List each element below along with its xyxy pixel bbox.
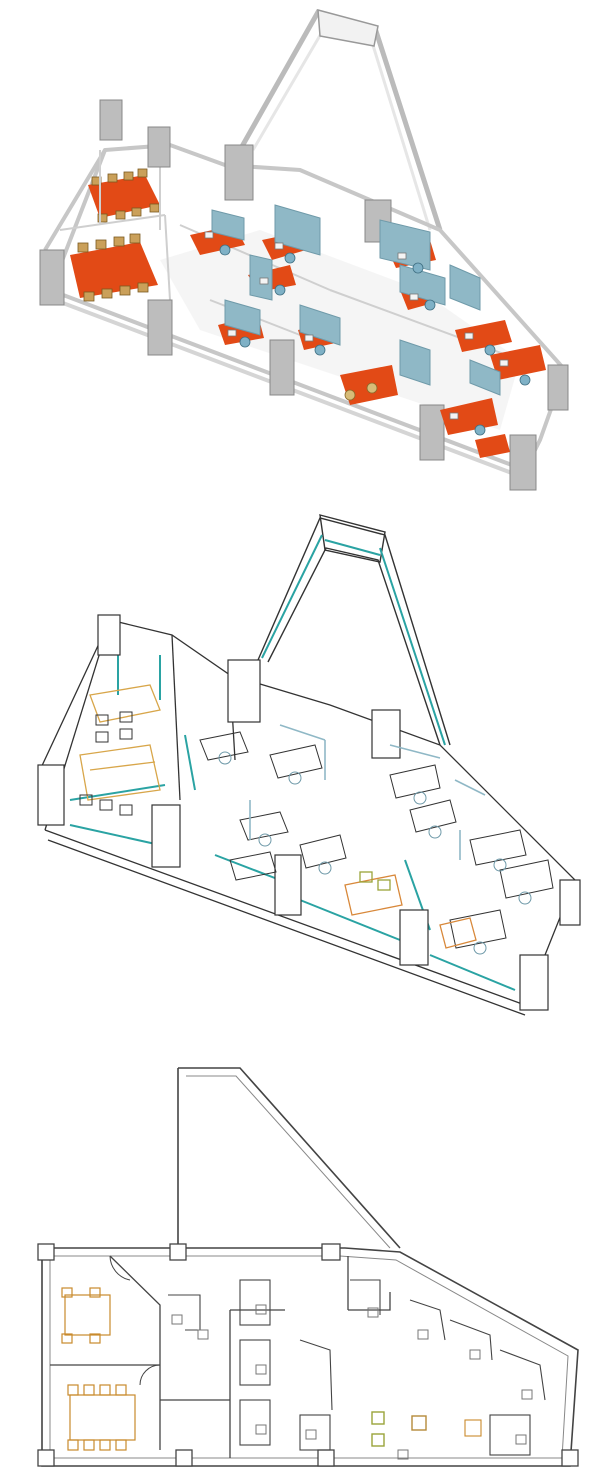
plan-chairs [171, 1304, 533, 1460]
chairs-wireframe [218, 751, 532, 955]
cubicle-panels-wireframe [249, 724, 486, 860]
door-swings [109, 1255, 161, 1386]
wireframe-isometric-svg [37, 514, 581, 1016]
meeting-chairs-wireframe [79, 711, 133, 816]
atrium-top [317, 9, 379, 47]
meeting-table-lower [70, 233, 158, 302]
green-chairs-plan [371, 1411, 427, 1447]
atrium-wireframe [257, 514, 451, 746]
rendered-isometric-view [0, 0, 600, 500]
plan-workstations [168, 1279, 546, 1456]
exterior-walls [41, 1067, 579, 1467]
building-columns [39, 99, 569, 491]
floor-plan-svg [37, 1067, 579, 1467]
meeting-furniture-wireframe [79, 684, 161, 801]
floor-plan-view [0, 1030, 600, 1479]
workstations-wireframe [199, 731, 554, 949]
interior-walls [50, 1255, 391, 1458]
atrium-glass [261, 534, 446, 746]
floor-wireframe [39, 619, 576, 1016]
meeting-table-upper [88, 168, 160, 223]
atrium-walls [237, 9, 443, 231]
wireframe-isometric-view [0, 500, 600, 1030]
rendered-isometric-svg [39, 9, 569, 491]
plan-columns [37, 1243, 579, 1467]
columns-wireframe [37, 614, 581, 1011]
green-chairs-wireframe [359, 871, 391, 891]
meeting-table-large-plan [67, 1384, 136, 1451]
computer-monitors [204, 231, 509, 420]
office-chairs [219, 244, 531, 436]
glass-partition-wireframe [69, 650, 516, 991]
meeting-table-small-plan [61, 1287, 111, 1344]
wood-furniture-wireframe [344, 874, 477, 949]
